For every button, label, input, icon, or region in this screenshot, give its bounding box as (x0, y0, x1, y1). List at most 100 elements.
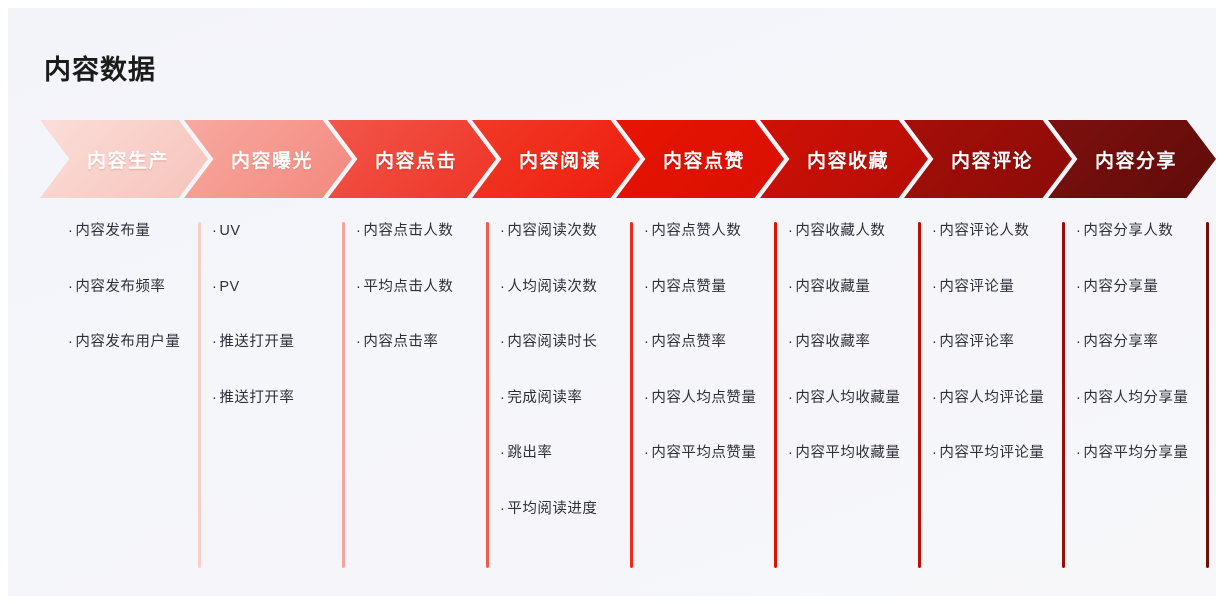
metric-list-item[interactable]: ·内容发布用户量 (68, 333, 180, 353)
metric-list-item[interactable]: ·内容评论率 (932, 333, 1044, 353)
metric-list-item[interactable]: ·内容点击率 (356, 333, 453, 353)
bullet-icon: · (500, 278, 506, 295)
metric-label: 内容评论人数 (939, 223, 1030, 239)
bullet-icon: · (644, 223, 650, 239)
bullet-icon: · (788, 334, 794, 351)
metric-list-item[interactable]: ·内容平均分享量 (1076, 444, 1188, 464)
funnel-stage-arrow[interactable]: 内容生产 (40, 120, 208, 198)
bullet-icon: · (212, 334, 218, 351)
funnel-stage-column: ·内容发布量·内容发布频率·内容发布用户量 (40, 208, 201, 580)
metric-label: 内容收藏率 (795, 334, 871, 351)
bullet-icon: · (1076, 223, 1082, 239)
metric-list: ·内容收藏人数·内容收藏量·内容收藏率·内容人均收藏量·内容平均收藏量 (788, 222, 900, 500)
metric-list-item[interactable]: ·内容分享人数 (1076, 222, 1188, 242)
metric-label: 内容评论率 (939, 334, 1015, 351)
funnel-stage-column: ·UV·PV·推送打开量·推送打开率 (184, 208, 345, 580)
bullet-icon: · (788, 223, 794, 239)
metric-list-item[interactable]: ·内容人均评论量 (932, 389, 1044, 409)
bullet-icon: · (1076, 334, 1082, 351)
metric-list-item[interactable]: ·平均点击人数 (356, 278, 453, 298)
metric-list: ·内容点赞人数·内容点赞量·内容点赞率·内容人均点赞量·内容平均点赞量 (644, 222, 756, 500)
metric-list-item[interactable]: ·内容发布量 (68, 222, 180, 242)
metric-label: UV (219, 223, 241, 239)
funnel-stage-label: 内容曝光 (230, 150, 313, 172)
funnel-stage-arrow[interactable]: 内容点赞 (616, 120, 784, 198)
metric-list-item[interactable]: ·内容点击人数 (356, 222, 453, 242)
metric-label: 内容分享量 (1083, 278, 1159, 295)
metric-label: 平均阅读进度 (507, 500, 598, 517)
metric-list-item[interactable]: ·内容阅读次数 (500, 222, 597, 242)
bullet-icon: · (68, 334, 74, 351)
metric-label: 内容分享率 (1083, 334, 1159, 351)
metric-label: 内容发布频率 (75, 278, 166, 295)
metric-list-item[interactable]: ·内容评论量 (932, 278, 1044, 298)
funnel-stage-arrow[interactable]: 内容收藏 (760, 120, 928, 198)
funnel-stage-column: ·内容点赞人数·内容点赞量·内容点赞率·内容人均点赞量·内容平均点赞量 (616, 208, 777, 580)
metric-label: 内容点击率 (363, 334, 439, 351)
bullet-icon: · (932, 223, 938, 239)
bullet-icon: · (1076, 389, 1082, 406)
metric-list-item[interactable]: ·内容人均分享量 (1076, 389, 1188, 409)
metric-list-item[interactable]: ·PV (212, 278, 294, 298)
metric-list-item[interactable]: ·内容收藏人数 (788, 222, 900, 242)
metric-list-item[interactable]: ·内容分享率 (1076, 333, 1188, 353)
metric-list-item[interactable]: ·内容点赞率 (644, 333, 756, 353)
metric-list-item[interactable]: ·跳出率 (500, 444, 597, 464)
metric-label: 内容点击人数 (363, 223, 454, 239)
metric-list-item[interactable]: ·内容分享量 (1076, 278, 1188, 298)
metric-list-item[interactable]: ·内容评论人数 (932, 222, 1044, 242)
metric-list-item[interactable]: ·内容人均收藏量 (788, 389, 900, 409)
metric-list: ·内容评论人数·内容评论量·内容评论率·内容人均评论量·内容平均评论量 (932, 222, 1044, 500)
metric-list-item[interactable]: ·内容点赞人数 (644, 222, 756, 242)
metric-label: 推送打开量 (219, 334, 295, 351)
funnel-stage-column: ·内容阅读次数·人均阅读次数·内容阅读时长·完成阅读率·跳出率·平均阅读进度 (472, 208, 633, 580)
metric-list-item[interactable]: ·内容平均收藏量 (788, 444, 900, 464)
metric-label: 内容平均分享量 (1083, 445, 1189, 462)
page-title: 内容数据 (44, 55, 156, 85)
metric-list-item[interactable]: ·内容人均点赞量 (644, 389, 756, 409)
metric-list-item[interactable]: ·人均阅读次数 (500, 278, 597, 298)
column-divider (342, 222, 345, 568)
funnel-stage-arrow[interactable]: 内容分享 (1048, 120, 1216, 198)
funnel-stage-arrow[interactable]: 内容点击 (328, 120, 496, 198)
metric-list: ·内容分享人数·内容分享量·内容分享率·内容人均分享量·内容平均分享量 (1076, 222, 1188, 500)
bullet-icon: · (500, 389, 506, 406)
metric-list-item[interactable]: ·内容点赞量 (644, 278, 756, 298)
metric-label: 内容阅读时长 (507, 334, 598, 351)
metric-label: 完成阅读率 (507, 389, 583, 406)
metric-list-item[interactable]: ·内容收藏量 (788, 278, 900, 298)
metric-label: 内容人均收藏量 (795, 389, 901, 406)
metric-list-item[interactable]: ·内容阅读时长 (500, 333, 597, 353)
bullet-icon: · (1076, 445, 1082, 462)
funnel-stage-column: ·内容收藏人数·内容收藏量·内容收藏率·内容人均收藏量·内容平均收藏量 (760, 208, 921, 580)
metric-label: 人均阅读次数 (507, 278, 598, 295)
metric-list-item[interactable]: ·UV (212, 222, 294, 242)
metric-list-item[interactable]: ·推送打开量 (212, 333, 294, 353)
funnel-stage-label: 内容点赞 (662, 150, 745, 172)
column-divider (486, 222, 489, 568)
metric-label: 内容发布量 (75, 223, 151, 239)
metric-list-item[interactable]: ·内容收藏率 (788, 333, 900, 353)
metric-label: 内容人均点赞量 (651, 389, 757, 406)
metric-list-item[interactable]: ·内容平均点赞量 (644, 444, 756, 464)
bullet-icon: · (644, 445, 650, 462)
metric-label: 内容点赞人数 (651, 223, 742, 239)
metric-list-item[interactable]: ·内容发布频率 (68, 278, 180, 298)
funnel-stage-arrow[interactable]: 内容阅读 (472, 120, 640, 198)
funnel-stage-arrow[interactable]: 内容评论 (904, 120, 1072, 198)
funnel-stage-label: 内容阅读 (518, 150, 601, 172)
metric-list-item[interactable]: ·平均阅读进度 (500, 500, 597, 520)
bullet-icon: · (212, 278, 218, 295)
funnel-stage-arrow[interactable]: 内容曝光 (184, 120, 352, 198)
bullet-icon: · (356, 223, 362, 239)
metric-label: 内容分享人数 (1083, 223, 1174, 239)
metric-list-item[interactable]: ·推送打开率 (212, 389, 294, 409)
bullet-icon: · (788, 445, 794, 462)
funnel-stage-label: 内容点击 (374, 150, 457, 172)
funnel-stage-label: 内容生产 (86, 150, 169, 172)
metric-label: 跳出率 (507, 445, 553, 462)
metric-list-item[interactable]: ·内容平均评论量 (932, 444, 1044, 464)
metric-list-item[interactable]: ·完成阅读率 (500, 389, 597, 409)
bullet-icon: · (932, 445, 938, 462)
metric-label: 内容人均分享量 (1083, 389, 1189, 406)
